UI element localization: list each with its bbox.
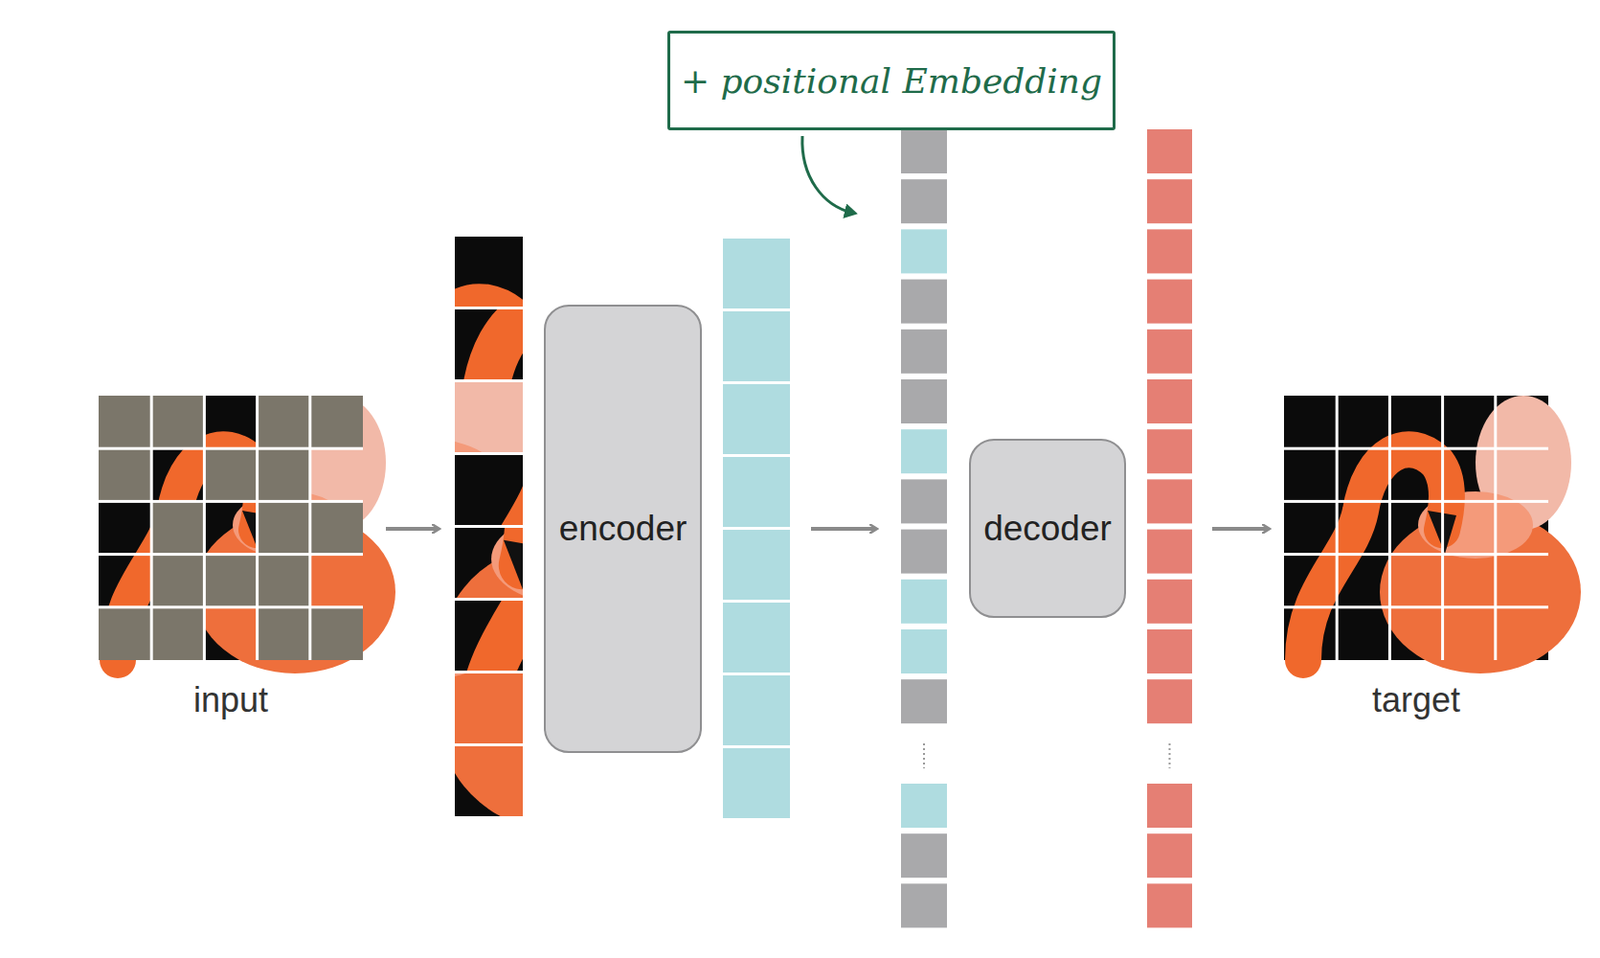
image-caption: input (193, 679, 269, 721)
node-label: decoder (983, 508, 1112, 549)
encoder-box: encoder (543, 304, 702, 753)
annotation-box: + positional Embedding (667, 30, 1116, 131)
input-image (98, 395, 396, 674)
decoder-output (1147, 129, 1193, 927)
visible-patches (182, 236, 837, 834)
encoded-tokens (722, 238, 790, 818)
token-sequence (901, 129, 947, 927)
node-label: encoder (559, 508, 688, 549)
node-label: + positional Embedding (680, 61, 1103, 101)
target-image (1284, 395, 1581, 674)
annotation-arrow (802, 135, 853, 213)
decoder-box: decoder (969, 438, 1127, 618)
image-caption: target (1372, 679, 1461, 721)
